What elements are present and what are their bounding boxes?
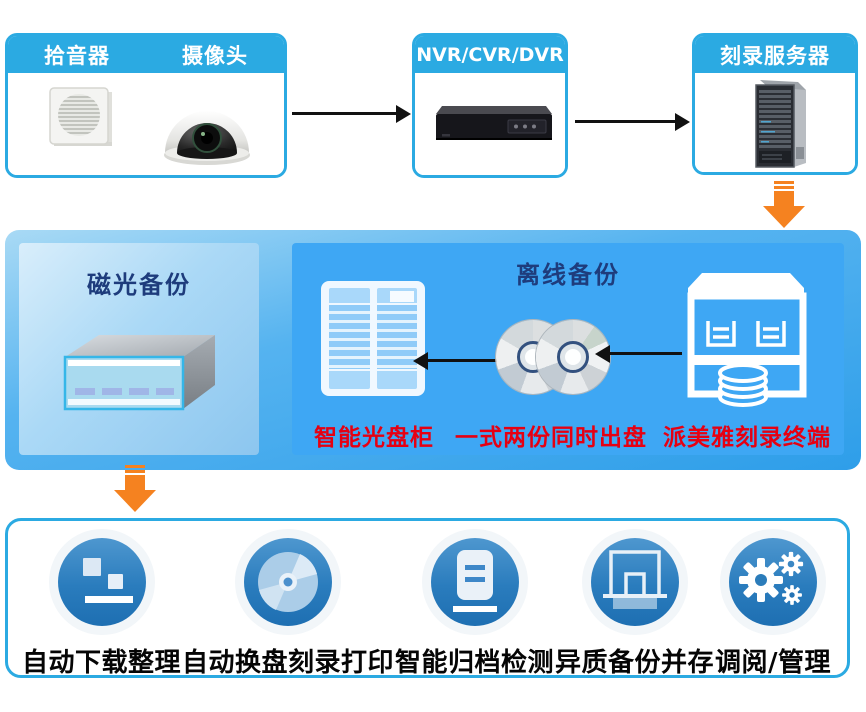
down-arrow-panel-to-features <box>113 465 157 512</box>
flow-arrow-nvr-to-server <box>575 112 690 131</box>
flow-arrow-terminal-to-discs <box>595 344 682 363</box>
magneto-optical-device-image <box>63 335 215 411</box>
cabinet-column <box>376 288 417 389</box>
flow-arrow-discs-to-cabinet <box>413 351 498 370</box>
burn-server-header: 刻录服务器 <box>695 36 855 73</box>
feature-archive-check: 智能归档检测 <box>395 538 554 679</box>
disc-publisher-image <box>687 273 807 407</box>
caption-smart-disc-cabinet: 智能光盘柜 <box>314 425 434 451</box>
nvr-device-image <box>436 106 552 140</box>
offline-backup-section: 离线备份 <box>292 243 844 455</box>
archive-check-icon <box>430 538 519 626</box>
caption-primera-terminal: 派美雅刻录终端 <box>663 425 831 451</box>
source-box-header: 拾音器 摄像头 <box>8 36 284 73</box>
dome-camera-image <box>164 111 250 165</box>
feature-label: 自动换盘刻录打印 <box>182 648 395 678</box>
hetero-backup-icon <box>590 538 679 626</box>
feature-label: 智能归档检测 <box>395 648 555 678</box>
gears-icon <box>729 538 817 626</box>
cabinet-column <box>329 288 370 389</box>
camera-label: 摄像头 <box>182 43 248 68</box>
audio-video-source-box: 拾音器 摄像头 <box>5 33 287 178</box>
nvr-box-body <box>415 73 565 175</box>
sound-pickup-label: 拾音器 <box>44 43 110 68</box>
burn-server-label: 刻录服务器 <box>720 43 830 68</box>
magneto-optical-section: 磁光备份 <box>19 243 259 455</box>
flow-arrow-source-to-nvr <box>292 104 411 123</box>
features-box: 自动下载整理 自动换盘刻录打印 <box>5 518 850 678</box>
feature-label: 调阅/管理 <box>715 648 831 678</box>
nvr-box-header: NVR/CVR/DVR <box>415 36 565 73</box>
down-arrow-server-to-panel <box>762 181 806 228</box>
caption-dual-copy-output: 一式两份同时出盘 <box>455 425 647 451</box>
feature-label: 异质备份并存 <box>555 648 715 678</box>
disc-cabinet-image <box>321 281 425 396</box>
nvr-box: NVR/CVR/DVR <box>412 33 568 178</box>
source-box-body <box>8 73 284 175</box>
magneto-optical-title: 磁光备份 <box>87 271 191 299</box>
disc-burn-icon <box>244 538 332 626</box>
burn-server-body <box>695 73 855 172</box>
offline-backup-title: 离线备份 <box>516 261 620 289</box>
feature-label: 自动下载整理 <box>22 648 182 678</box>
server-tower-image <box>755 80 806 168</box>
nvr-label: NVR/CVR/DVR <box>416 43 564 66</box>
speaker-image <box>49 87 112 146</box>
organize-icon <box>57 538 146 626</box>
feature-auto-burn-print: 自动换盘刻录打印 <box>182 538 394 679</box>
feature-auto-download: 自动下载整理 <box>22 538 181 679</box>
feature-retrieve-manage: 调阅/管理 <box>715 538 831 679</box>
backup-panel: 磁光备份 <box>5 230 861 470</box>
burn-server-box: 刻录服务器 <box>692 33 858 175</box>
feature-hetero-backup: 异质备份并存 <box>555 538 714 679</box>
